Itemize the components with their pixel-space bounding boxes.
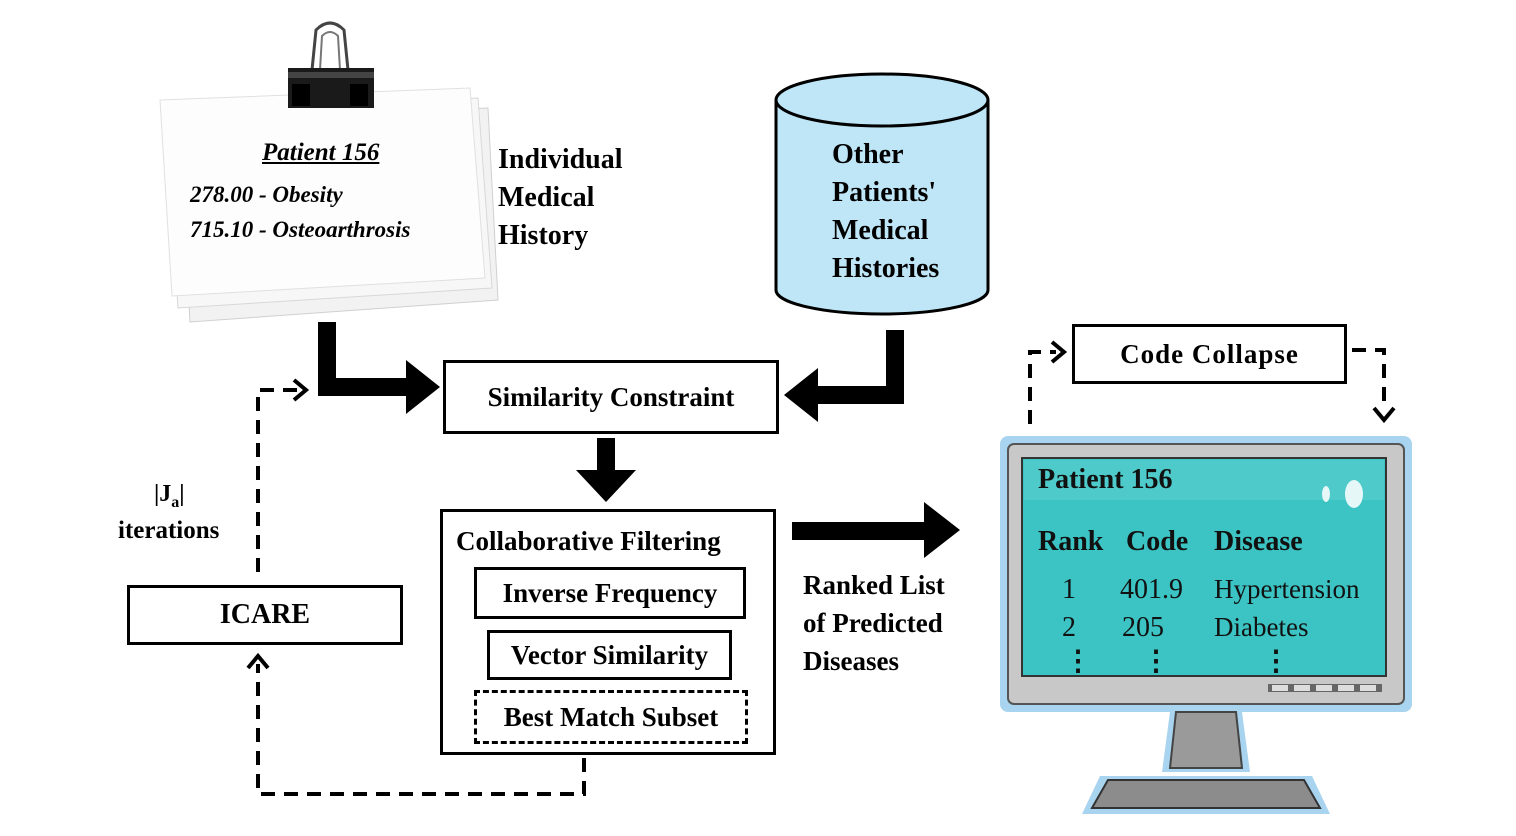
inverse-frequency-box: Inverse Frequency [474, 567, 746, 619]
monitor-row-rank: 1 [1062, 574, 1076, 605]
code-collapse-box: Code Collapse [1072, 324, 1347, 384]
monitor-row-code: 205 [1122, 612, 1164, 643]
database-label-line: Patients' [832, 177, 937, 208]
monitor-header-disease: Disease [1214, 526, 1303, 557]
patient-note-icon [159, 87, 499, 323]
iterations-count-label: |Ja| [154, 482, 185, 511]
thick-arrow-from-database [784, 330, 904, 422]
database-label-line: Other [832, 139, 904, 170]
iterations-count-subscript: a [171, 493, 180, 511]
thick-arrow-from-patient [318, 322, 440, 414]
monitor-row-disease: Diabetes [1214, 612, 1309, 642]
monitor-header-rank: Rank [1038, 526, 1104, 557]
code-collapse-label: Code Collapse [1120, 338, 1299, 369]
vector-similarity-label: Vector Similarity [510, 639, 709, 670]
patient-note-entry: 278.00 - Obesity [190, 182, 343, 207]
individual-history-label-line: Medical [498, 182, 595, 213]
patient-note-entry: 715.10 - Osteoarthrosis [190, 217, 411, 242]
icare-box: ICARE [127, 585, 403, 645]
monitor-row-disease: Hypertension [1214, 574, 1360, 604]
monitor-title: Patient 156 [1038, 464, 1173, 495]
vector-similarity-box: Vector Similarity [487, 630, 732, 680]
database-icon [774, 72, 990, 316]
ranked-list-label-line: Ranked List [803, 570, 945, 600]
ranked-list-label-line: of Predicted [803, 608, 943, 638]
thick-arrow-down [576, 438, 636, 502]
similarity-constraint-label: Similarity Constraint [487, 381, 735, 412]
dashed-feedback-loop [256, 388, 586, 796]
monitor-ellipsis: ⋮ [1142, 646, 1170, 677]
monitor-ellipsis: ⋮ [1064, 646, 1092, 677]
similarity-constraint-box: Similarity Constraint [443, 360, 779, 434]
best-match-subset-label: Best Match Subset [503, 701, 719, 732]
dashed-code-collapse-loop [1028, 348, 1386, 424]
thick-arrow-to-monitor [792, 502, 960, 558]
ranked-list-label-line: Diseases [803, 646, 899, 676]
inverse-frequency-label: Inverse Frequency [502, 577, 718, 608]
binder-clip-icon [288, 21, 374, 108]
iterations-count-open: |J [154, 481, 172, 507]
monitor-header-code: Code [1126, 526, 1189, 557]
monitor-row-code: 401.9 [1120, 574, 1183, 605]
patient-note-title: Patient 156 [262, 139, 380, 166]
collaborative-filtering-title: Collaborative Filtering [456, 526, 721, 556]
code-collapse-arrowheads [1050, 340, 1396, 424]
iterations-count-close: | [179, 481, 185, 507]
dashed-arrowheads [246, 378, 310, 670]
iterations-label: iterations [118, 517, 220, 544]
database-label-line: Medical [832, 215, 929, 246]
database-label-line: Histories [832, 253, 940, 284]
individual-history-label-line: History [498, 220, 589, 251]
monitor-row-rank: 2 [1062, 612, 1076, 643]
icare-label: ICARE [219, 599, 311, 630]
best-match-subset-box: Best Match Subset [474, 690, 748, 744]
monitor-icon [1000, 436, 1412, 814]
monitor-ellipsis: ⋮ [1262, 646, 1290, 677]
individual-history-label-line: Individual [498, 144, 623, 175]
